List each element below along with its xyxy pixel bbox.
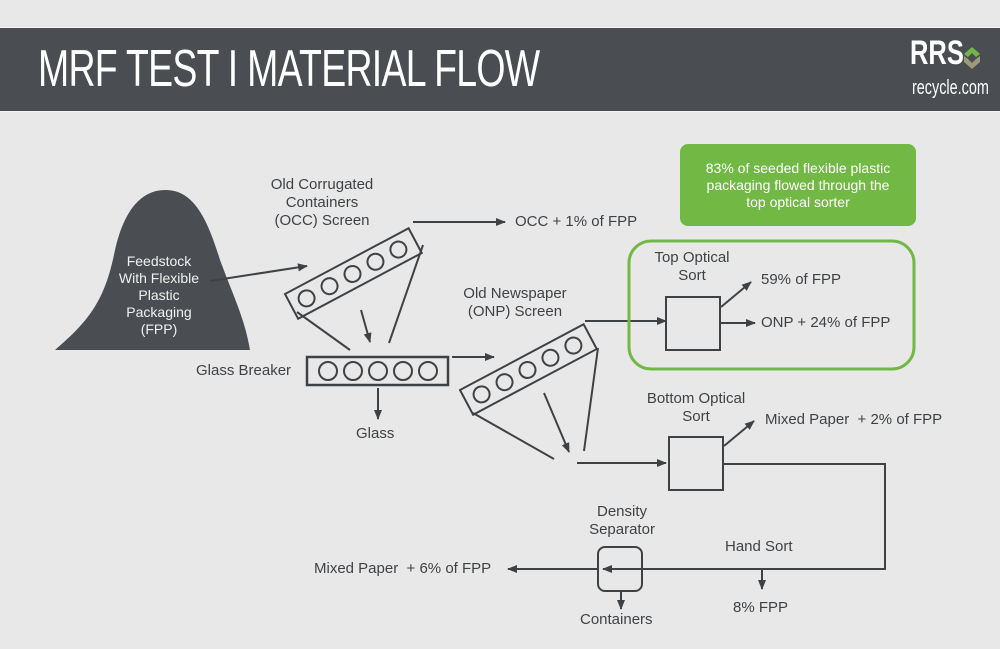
glass-output-label: Glass — [356, 425, 395, 442]
glass-breaker — [305, 355, 450, 387]
line-to-hand-sort — [602, 463, 886, 573]
occ-screen-label: Old Corrugated Containers (OCC) Screen — [270, 176, 374, 229]
density-mixed-output-label: Mixed Paper + 6% of FPP — [314, 560, 492, 577]
logo-url: recycle.com — [912, 77, 989, 99]
bottom-mixed-output-label: Mixed Paper + 2% of FPP — [765, 411, 943, 428]
hand-sort-label: Hand Sort — [725, 538, 793, 555]
occ-output-label: OCC + 1% of FPP — [515, 213, 638, 230]
top-optical-highlight — [627, 239, 916, 371]
page-title: MRF TEST I MATERIAL FLOW — [38, 40, 540, 98]
bottom-optical-label: Bottom Optical Sort — [646, 390, 746, 425]
header-banner: MRF TEST I MATERIAL FLOW RRS recycle.com — [0, 27, 1000, 112]
containers-output-label: Containers — [580, 611, 653, 628]
top-onp-output-label: ONP + 24% of FPP — [761, 314, 891, 331]
arrow-occ-down — [360, 309, 372, 343]
top-optical-box — [665, 296, 721, 351]
feedstock-pile — [55, 190, 250, 350]
feedstock-label: Feedstock With Flexible Plastic Packagin… — [118, 253, 200, 337]
density-separator-label: Density Separator — [589, 503, 655, 538]
recycle-logo-icon — [964, 47, 980, 69]
onp-screen — [458, 322, 599, 417]
onp-screen-label: Old Newspaper (ONP) Screen — [463, 285, 567, 320]
hand-fpp-output-label: 8% FPP — [733, 599, 789, 616]
arrow-top-fpp — [720, 281, 752, 308]
callout-box: 83% of seeded flexible plastic packaging… — [680, 144, 916, 226]
glass-breaker-label: Glass Breaker — [196, 362, 292, 379]
arrow-bottom-mixed — [723, 420, 755, 447]
arrow-feed-to-occ — [209, 263, 308, 282]
occ-screen — [283, 226, 424, 321]
bottom-optical-box — [668, 436, 724, 491]
arrow-onp-down — [543, 392, 570, 453]
top-fpp-output-label: 59% of FPP — [761, 271, 842, 288]
logo-brand: RRS — [910, 34, 964, 72]
top-optical-label: Top Optical Sort — [654, 249, 730, 284]
